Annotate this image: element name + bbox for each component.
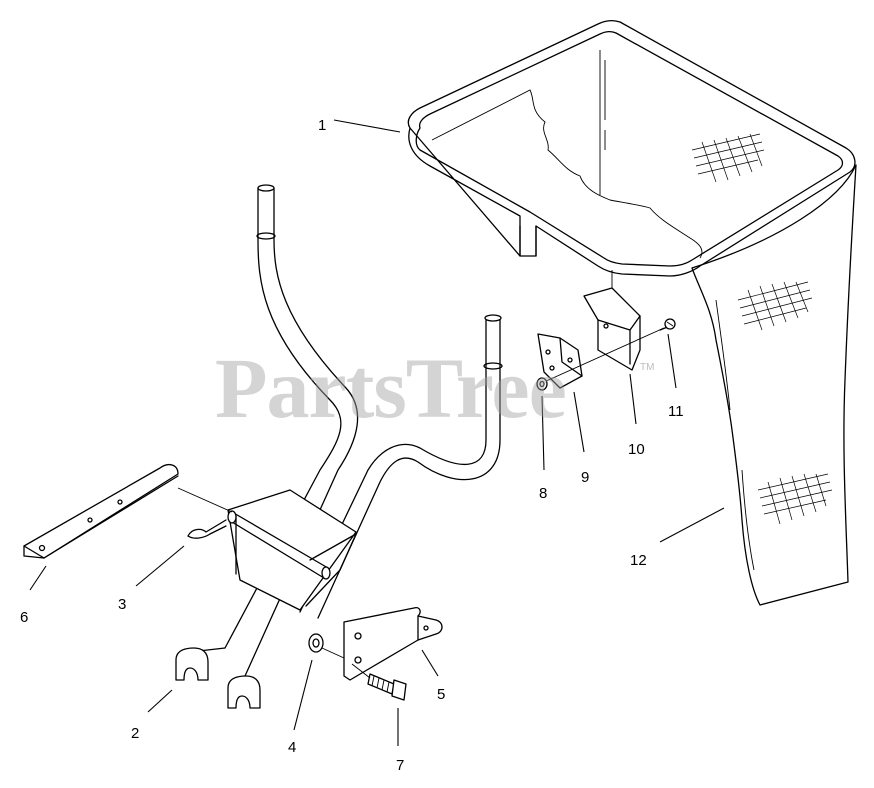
leader-10 [629, 373, 637, 425]
screw-11 [659, 318, 676, 331]
leader-1 [333, 119, 401, 133]
nut-8 [536, 377, 548, 391]
callout-12: 12 [630, 552, 647, 569]
callout-2: 2 [131, 725, 139, 742]
callout-1: 1 [318, 117, 326, 134]
nut-4 [308, 633, 345, 659]
callout-10: 10 [628, 441, 645, 458]
callout-5: 5 [437, 686, 445, 703]
callout-6: 6 [20, 609, 28, 626]
bolt-7 [351, 663, 407, 701]
watermark-trademark: TM [640, 362, 655, 373]
pivot-plate [227, 489, 357, 611]
leader-2 [147, 689, 173, 713]
lower-bracket [343, 606, 443, 681]
leader-12 [659, 507, 725, 543]
leader-11 [667, 333, 677, 389]
leader-8 [541, 395, 545, 471]
hairpin-clip [187, 519, 227, 539]
callout-3: 3 [118, 596, 126, 613]
mesh-patch-right [737, 281, 813, 331]
callout-labels: 1 2 3 4 5 6 7 8 9 10 11 12 [20, 117, 684, 774]
leader-9 [573, 391, 585, 453]
mesh-patch-top [691, 133, 765, 183]
latch-bracket-10 [583, 270, 641, 371]
fastener-axis [543, 327, 665, 383]
leader-lines [29, 119, 725, 746]
latch-bracket-9 [537, 333, 583, 389]
callout-9: 9 [581, 469, 589, 486]
leader-3 [135, 545, 185, 587]
callout-7: 7 [396, 757, 404, 774]
leader-6 [29, 565, 47, 591]
mesh-patch-lower [757, 473, 833, 525]
handle [175, 184, 503, 709]
support-arm [23, 463, 233, 559]
callout-11: 11 [668, 403, 684, 420]
bag-frame [407, 20, 856, 277]
callout-4: 4 [288, 739, 296, 756]
leader-4 [293, 659, 313, 731]
callout-8: 8 [539, 485, 547, 502]
leader-5 [421, 649, 439, 677]
grass-bag-fabric [691, 164, 857, 606]
